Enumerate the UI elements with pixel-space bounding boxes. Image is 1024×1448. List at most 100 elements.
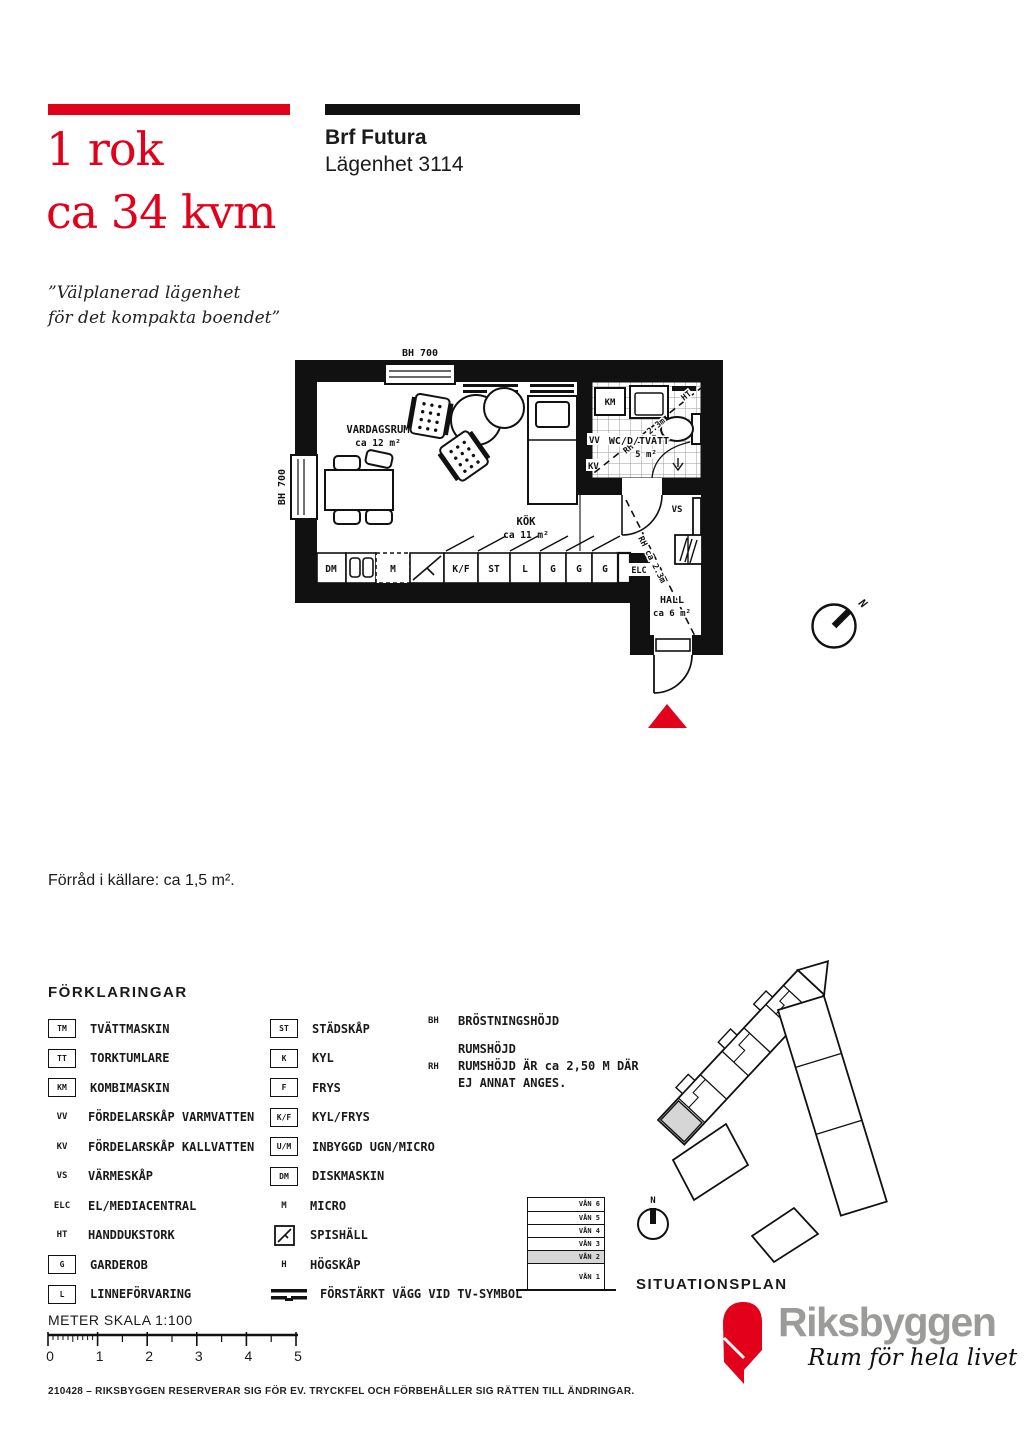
riksbyggen-logo-icon	[722, 1302, 762, 1384]
scale-tick: 4	[244, 1348, 253, 1364]
legend-label: FRYS	[312, 1080, 341, 1095]
hall-room-label: HALL	[660, 595, 684, 606]
footer-disclaimer: 210428 – RIKSBYGGEN RESERVERAR SIG FÖR E…	[48, 1386, 635, 1397]
scale-tick: 2	[145, 1348, 154, 1364]
k-symbol: K	[270, 1048, 298, 1068]
svg-text:ST: ST	[488, 564, 500, 575]
legend-label: RUMSHÖJD	[458, 1042, 516, 1056]
legend-row-kf: K/F KYL/FRYS	[270, 1103, 495, 1133]
quote-line-2: för det kompakta boendet”	[48, 307, 281, 328]
legend-label: HANDDUKSTORK	[88, 1228, 175, 1243]
building-block-sw	[671, 1122, 750, 1202]
km-symbol: KM	[48, 1078, 76, 1098]
legend-row-dm: DM DISKMASKIN	[270, 1162, 495, 1192]
coat-rack	[674, 534, 703, 565]
reinforced-wall-icon	[270, 1287, 308, 1302]
dm-symbol: DM	[270, 1166, 298, 1186]
legend-label: HÖGSKÅP	[310, 1257, 361, 1272]
legend-row-k: K KYL	[270, 1044, 495, 1074]
scale-tick: 1	[95, 1348, 104, 1364]
apartment-number: Lägenhet 3114	[325, 152, 464, 176]
floor-van1: VÅN 1	[528, 1263, 604, 1290]
situation-compass: N	[637, 1196, 669, 1240]
compass-icon: N	[811, 596, 870, 649]
kitchen-cabinets	[316, 551, 632, 585]
vs-cabinet	[692, 497, 702, 541]
storage-note: Förråd i källare: ca 1,5 m².	[48, 872, 235, 889]
entrance-marker-triangle	[648, 704, 687, 728]
scale-tick: 0	[46, 1348, 54, 1364]
svg-text:M: M	[390, 564, 396, 575]
svg-text:G: G	[550, 564, 556, 575]
hob-icon	[270, 1224, 298, 1246]
legend-label: FÖRSTÄRKT VÄGG VID TV-SYMBOL	[320, 1287, 523, 1302]
legend-label: TORKTUMLARE	[90, 1051, 170, 1066]
floor-plan-drawing: BH 700 BH 700	[277, 348, 723, 728]
tm-symbol: TM	[48, 1019, 76, 1039]
building-elevation: VÅN 6 VÅN 5 VÅN 4 VÅN 3 VÅN 2 VÅN 1	[527, 1197, 605, 1291]
legend-label: STÄDSKÅP	[312, 1021, 370, 1036]
riksbyggen-logo: Riksbyggen Rum för hela livet	[716, 1299, 1018, 1388]
scale-numbers: 0 1 2 3 4 5	[46, 1348, 308, 1366]
compass-north-label: N	[855, 596, 870, 611]
bathroom-door-opening	[622, 478, 662, 495]
svg-text:G: G	[602, 564, 608, 575]
logo-wordmark: Riksbyggen	[778, 1299, 997, 1345]
left-window	[290, 454, 318, 520]
wc-room-label: WC/D/TVÄTT	[609, 433, 669, 447]
rh-hall-line	[625, 499, 699, 643]
legend-label: KYL	[312, 1051, 334, 1066]
vv-label: VV	[589, 436, 600, 446]
project-block: Brf Futura Lägenhet 3114	[325, 125, 464, 179]
logo-tagline: Rum för hela livet	[808, 1345, 1018, 1372]
legend-label: DISKMASKIN	[312, 1169, 385, 1184]
elc-label-chip	[624, 563, 654, 576]
kv-chip	[586, 459, 606, 471]
legend-title: FÖRKLARINGAR	[48, 984, 188, 1001]
vv-symbol: VV	[56, 1112, 68, 1123]
scale-tick: 5	[294, 1348, 302, 1364]
vardagsrum-label: VARDAGSRUM	[346, 424, 409, 436]
bh-symbol: BH	[428, 1016, 439, 1026]
legend-label: LINNEFÖRVARING	[90, 1287, 192, 1302]
floor-van2-highlighted: VÅN 2	[528, 1250, 604, 1263]
legend-column-3: BH BRÖSTNINGSHÖJD RH RUMSHÖJD RUMSHÖJD Ä…	[428, 1014, 668, 1104]
rh-symbol: RH	[428, 1061, 439, 1072]
bathroom-door	[621, 494, 663, 536]
legend-label: BRÖSTNINGSHÖJD	[458, 1014, 560, 1028]
legend-label: KYL/FRYS	[312, 1110, 370, 1125]
legend-row-bh: BH BRÖSTNINGSHÖJD	[428, 1014, 668, 1028]
rh-note-2: EJ ANNAT ANGES.	[458, 1076, 567, 1090]
f-symbol: F	[270, 1078, 298, 1098]
vv-chip	[587, 433, 609, 445]
legend-label: INBYGGD UGN/MICRO	[312, 1139, 435, 1154]
project-name: Brf Futura	[325, 126, 427, 149]
legend-label: MICRO	[310, 1198, 347, 1213]
dining-table	[324, 449, 394, 525]
plan-compass: N	[800, 590, 872, 662]
armchair-1	[406, 392, 454, 440]
kf-symbol: K/F	[270, 1107, 298, 1127]
situation-plan-drawing: N	[637, 959, 888, 1264]
kok-label: KÖK	[517, 514, 537, 528]
situation-compass-north-label: N	[650, 1196, 655, 1206]
legend-label: VÄRMESKÅP	[88, 1169, 154, 1184]
bed	[527, 395, 578, 505]
floor-plan: BH 700 BH 700	[277, 342, 738, 742]
legend-row-spishall: SPISHÄLL	[270, 1221, 495, 1251]
top-window	[384, 363, 456, 385]
situation-plan: N	[628, 952, 1024, 1297]
legend-label: GARDEROB	[90, 1257, 148, 1272]
scale-ruler	[46, 1332, 304, 1352]
upper-cabinet-lines	[445, 495, 621, 552]
